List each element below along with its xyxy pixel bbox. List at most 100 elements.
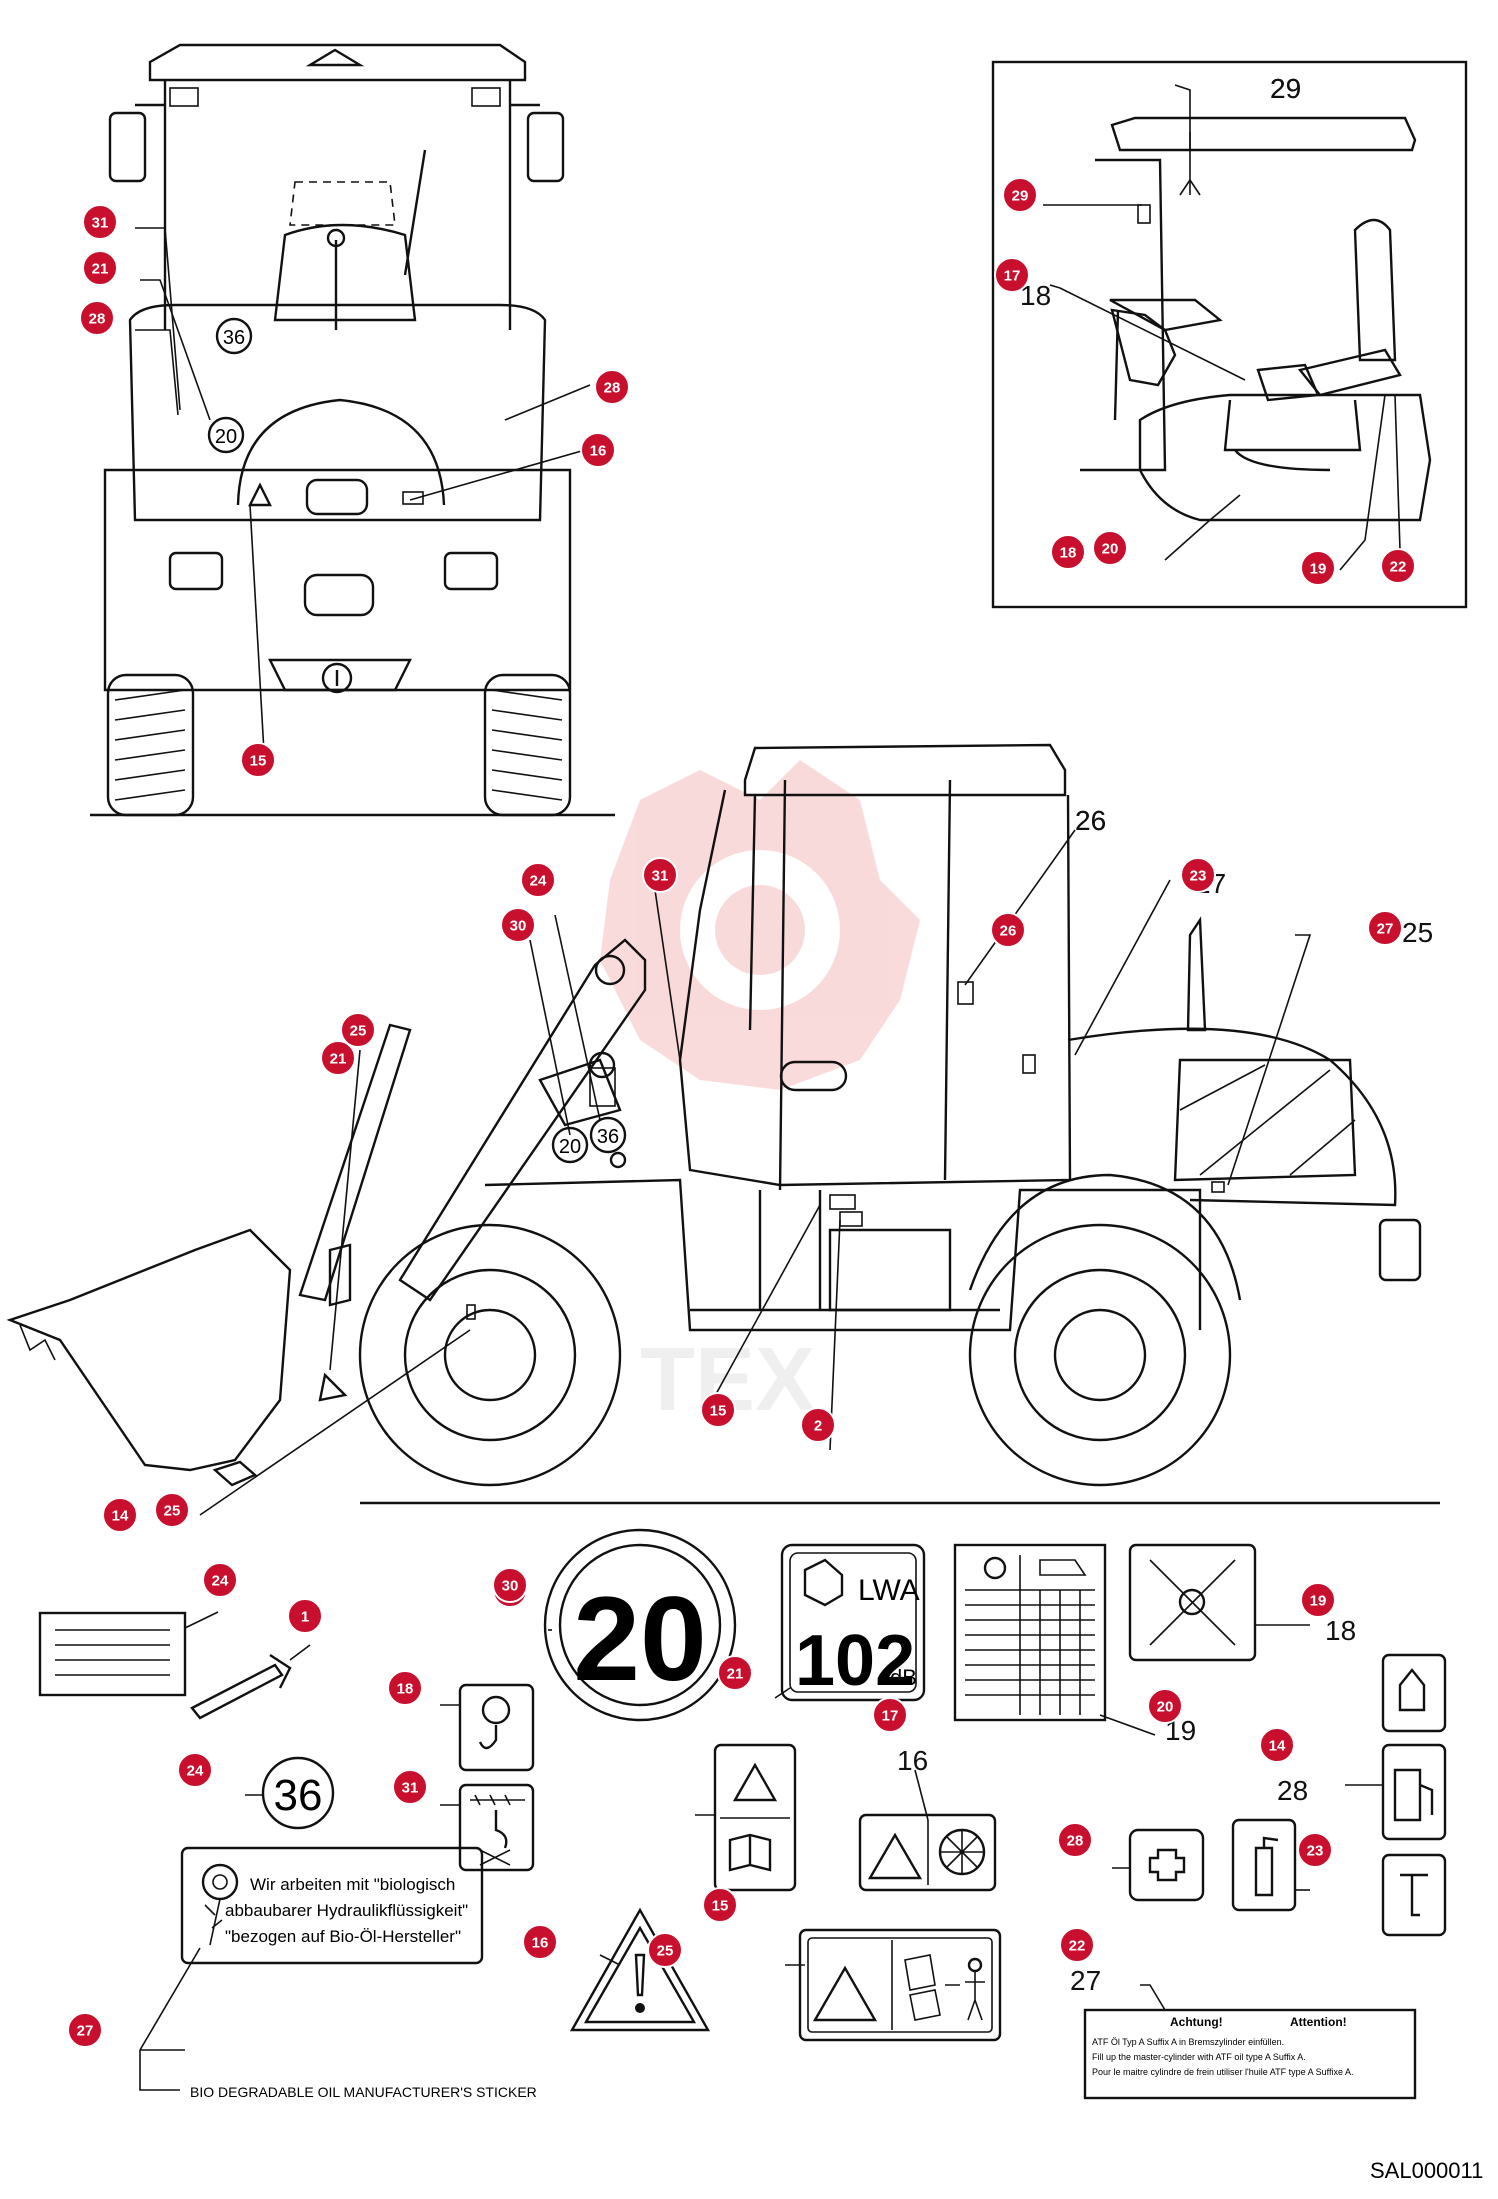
callout-marker: 1: [287, 1598, 323, 1634]
callout-marker: 15: [700, 1392, 736, 1428]
callout-marker-circle: [240, 742, 276, 778]
callout-marker: 27: [67, 2012, 103, 2048]
callout-marker: 17: [872, 1697, 908, 1733]
callout-marker-circle: [287, 1598, 323, 1634]
sticker-noise-value: 102: [795, 1621, 915, 1701]
callout-marker-circle: [717, 1655, 753, 1691]
callout-marker: 23: [1297, 1832, 1333, 1868]
callout-marker-label: 25: [350, 1023, 367, 1040]
callout-marker-label: 28: [1067, 1833, 1084, 1850]
callout-marker-label: 17: [1004, 268, 1021, 285]
side-sticker-36: 36: [597, 1126, 619, 1148]
svg-text:29: 29: [1270, 73, 1301, 104]
callout-marker-circle: [642, 857, 678, 893]
callout-marker-label: 14: [1269, 1738, 1286, 1755]
callout-marker-circle: [392, 1769, 428, 1805]
leader-number-label: 29: [1270, 73, 1301, 104]
callout-marker-circle: [500, 907, 536, 943]
callout-marker-circle: [580, 432, 616, 468]
leader-number-label: 16: [897, 1745, 928, 1776]
sticker-catalog: 20 LWA 102 dB 36: [38, 1528, 1483, 2183]
callout-marker: 15: [240, 742, 276, 778]
callout-marker-label: 15: [712, 1898, 729, 1915]
sticker-noise-unit: dB: [890, 1665, 917, 1690]
figure-code: SAL000011: [1370, 2158, 1483, 2183]
callout-marker: 24: [202, 1562, 238, 1598]
callout-marker-label: 21: [92, 261, 109, 278]
callout-marker-circle: [79, 300, 115, 336]
callout-marker: 28: [1057, 1822, 1093, 1858]
callout-marker: 25: [340, 1012, 376, 1048]
callout-marker: 31: [82, 204, 118, 240]
callout-marker-circle: [102, 1497, 138, 1533]
callout-marker: 21: [320, 1040, 356, 1076]
rear-sticker-20: 20: [215, 426, 237, 448]
callout-marker: 2: [800, 1407, 836, 1443]
callout-marker-circle: [1147, 1688, 1183, 1724]
callout-marker: 31: [392, 1769, 428, 1805]
callout-marker-label: 25: [657, 1943, 674, 1960]
callout-marker: 25: [154, 1492, 190, 1528]
leader-number-label: 25: [1402, 917, 1433, 948]
callout-marker-label: 21: [727, 1666, 744, 1683]
callout-marker-label: 25: [164, 1503, 181, 1520]
svg-text:26: 26: [1075, 805, 1106, 836]
sticker-speed-20-large: 20: [573, 1572, 706, 1706]
callout-marker-label: 24: [212, 1573, 229, 1590]
cab-inset-drawing: 29 18: [991, 60, 1468, 609]
callout-marker-label: 16: [532, 1935, 549, 1952]
callout-marker-circle: [994, 257, 1030, 293]
callout-marker: 27: [1367, 910, 1403, 946]
callout-marker-circle: [1059, 1927, 1095, 1963]
callout-marker-label: 1: [301, 1609, 309, 1626]
callout-marker: 23: [1180, 857, 1216, 893]
callout-marker-label: 30: [502, 1578, 519, 1595]
callout-marker-circle: [990, 912, 1026, 948]
callout-marker-circle: [1050, 534, 1086, 570]
callout-marker: 31: [642, 857, 678, 893]
leader-number-label: 28: [1277, 1775, 1308, 1806]
callout-marker-label: 31: [402, 1780, 419, 1797]
callout-marker-label: 31: [652, 868, 669, 885]
callout-marker-circle: [67, 2012, 103, 2048]
callout-marker: 18: [387, 1670, 423, 1706]
leader-number-label: 27: [1070, 1965, 1101, 1996]
callout-marker-label: 16: [590, 443, 607, 460]
callout-marker: 14: [102, 1497, 138, 1533]
callout-marker-label: 21: [330, 1051, 347, 1068]
callout-marker-label: 27: [1377, 921, 1394, 938]
callout-marker: 28: [594, 369, 630, 405]
callout-marker-circle: [1002, 177, 1038, 213]
callout-marker: 19: [1300, 1582, 1336, 1618]
callout-marker-circle: [492, 1567, 528, 1603]
callout-marker-circle: [594, 369, 630, 405]
callout-marker-label: 31: [92, 215, 109, 232]
callout-marker-circle: [82, 204, 118, 240]
callout-marker-label: 24: [530, 873, 547, 890]
callout-marker-circle: [202, 1562, 238, 1598]
callout-marker: 25: [647, 1932, 683, 1968]
callout-marker-label: 29: [1012, 188, 1029, 205]
bio-oil-line3: "bezogen auf Bio-Öl-Hersteller": [225, 1927, 461, 1946]
callout-marker-circle: [154, 1492, 190, 1528]
atf-title-fr: Attention!: [1290, 2015, 1347, 2029]
callout-marker: 28: [79, 300, 115, 336]
callout-marker: 19: [1300, 550, 1336, 586]
callout-marker-label: 24: [187, 1763, 204, 1780]
side-view-drawing: 20 36 26: [6, 743, 1440, 1516]
callout-marker: 16: [580, 432, 616, 468]
callout-marker-circle: [1300, 550, 1336, 586]
callout-marker-circle: [700, 1392, 736, 1428]
callout-marker-circle: [702, 1887, 738, 1923]
side-sticker-20: 20: [559, 1136, 581, 1158]
callout-marker: 21: [82, 250, 118, 286]
callout-marker-label: 23: [1307, 1843, 1324, 1860]
sticker-noise-lwa: LWA: [858, 1574, 920, 1607]
callout-marker-label: 18: [1060, 545, 1077, 562]
callout-marker-label: 27: [77, 2023, 94, 2040]
callout-marker-label: 22: [1069, 1938, 1086, 1955]
callout-marker: 22: [1380, 548, 1416, 584]
bio-oil-line1: Wir arbeiten mit "biologisch: [250, 1875, 455, 1894]
